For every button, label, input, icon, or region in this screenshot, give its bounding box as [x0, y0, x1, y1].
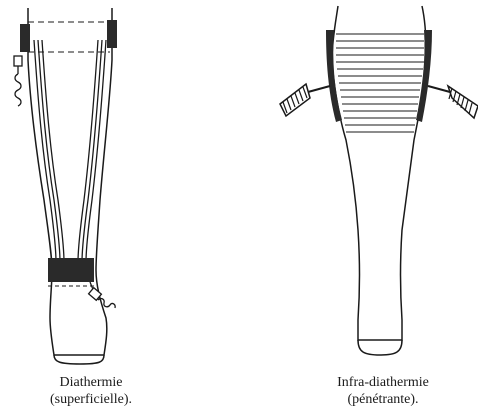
caption-diathermie: Diathermie (superficielle).: [0, 374, 191, 408]
conductor-strips: [34, 40, 106, 262]
leg-infra-diathermie: [280, 6, 478, 355]
foot-outline-right: [358, 340, 402, 355]
top-electrode-right: [107, 20, 117, 48]
coiled-wire-top-icon: [14, 56, 22, 106]
caption-left-line1: Diathermie: [0, 374, 191, 391]
leg-outline-right: [332, 6, 426, 340]
caption-infra-diathermie: Infra-diathermie (pénétrante).: [283, 374, 478, 408]
leg-diathermie: [14, 8, 117, 364]
cable-left-icon: [280, 84, 330, 116]
caption-right-line2: (pénétrante).: [283, 391, 478, 408]
caption-right-line1: Infra-diathermie: [283, 374, 478, 391]
cable-right-icon: [428, 86, 478, 118]
top-electrode-left: [20, 24, 30, 52]
foot-outline: [54, 355, 104, 364]
leg-outline: [28, 8, 112, 355]
lower-band-electrode: [48, 258, 94, 282]
caption-left-line2: (superficielle).: [0, 391, 191, 408]
field-lines: [336, 34, 424, 132]
